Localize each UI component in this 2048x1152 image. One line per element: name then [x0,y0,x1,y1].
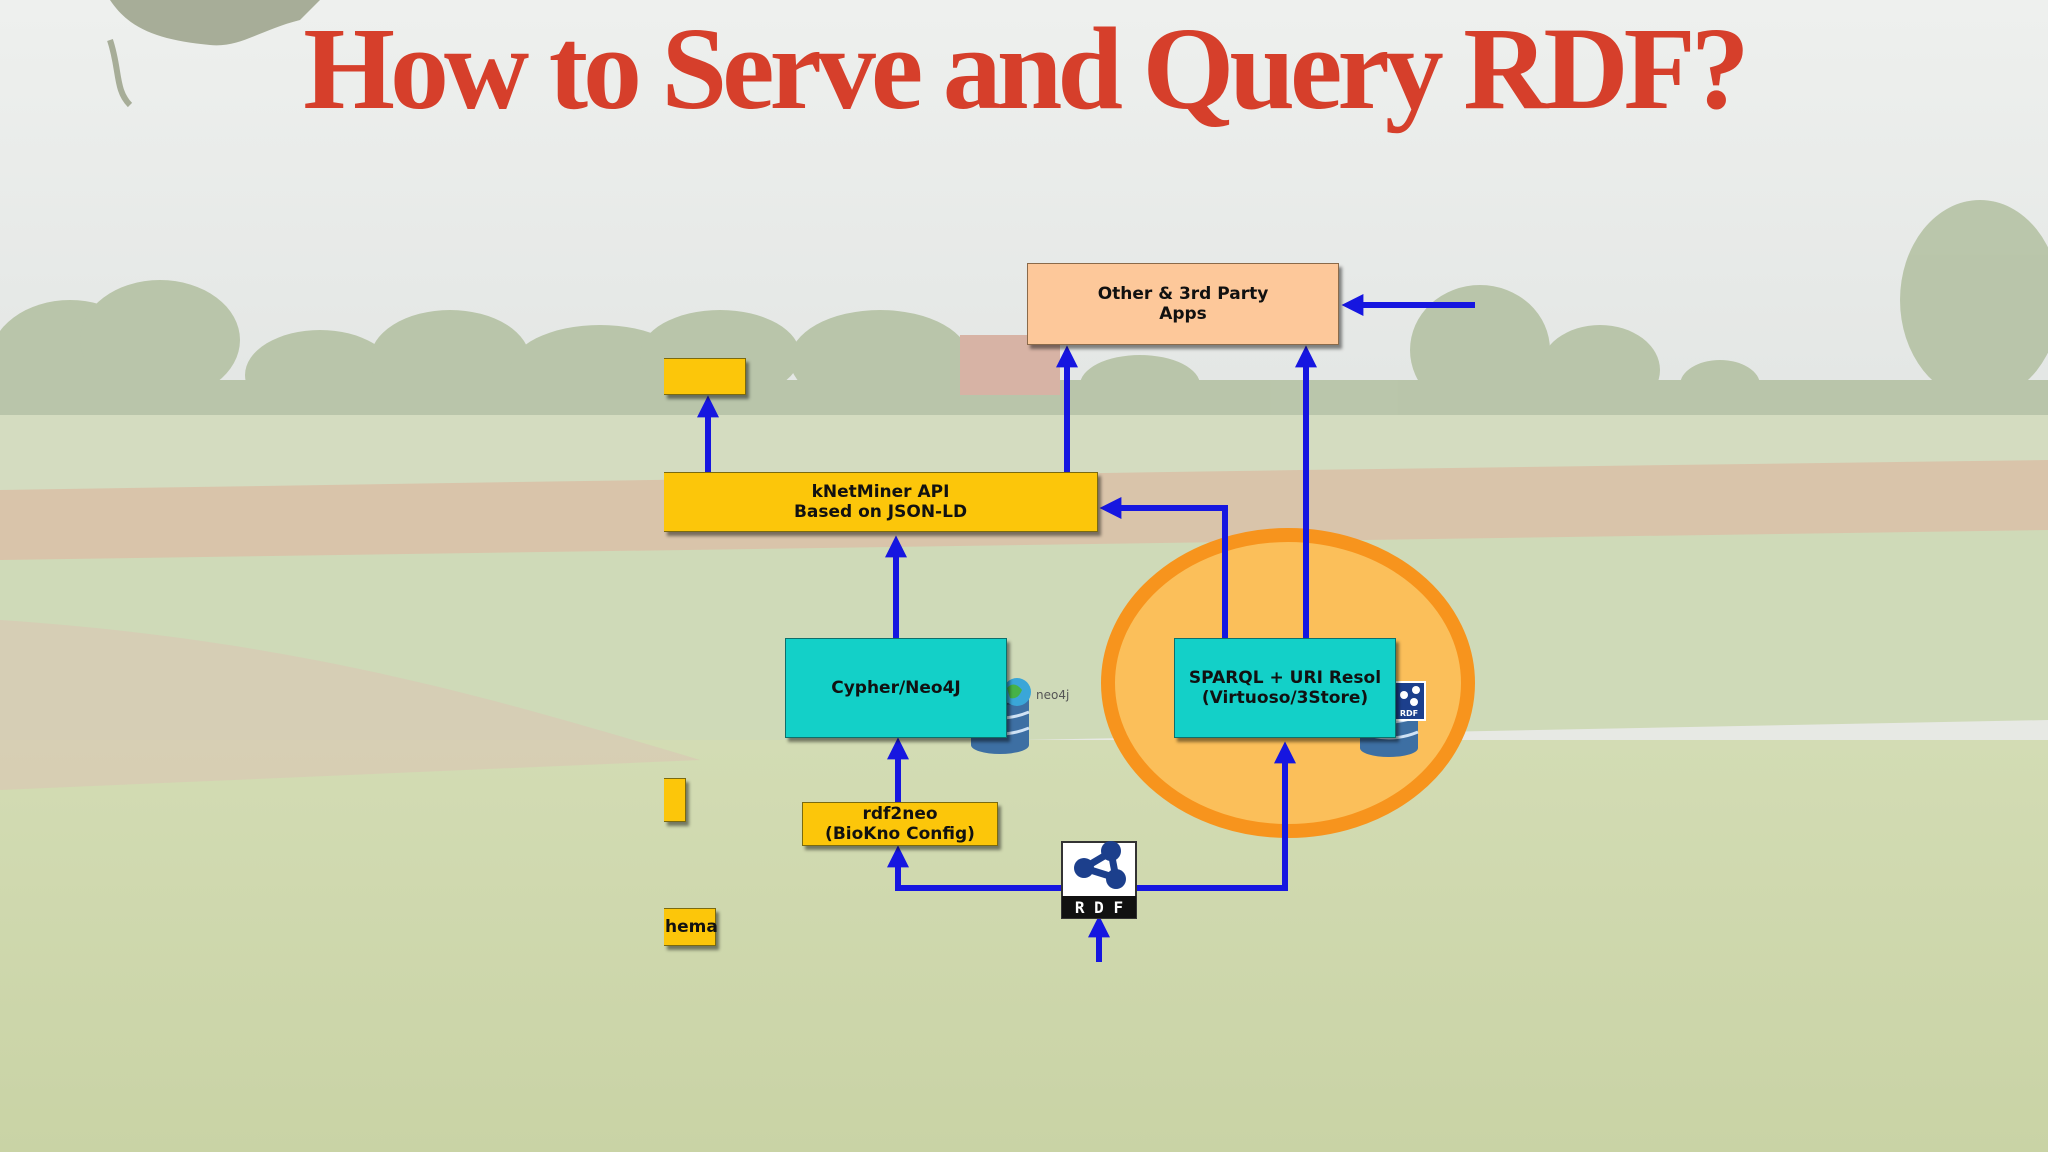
rdf-logo-icon: R D F [1061,841,1137,919]
globe-icon [1003,678,1031,706]
knetminer-api-node: kNetMiner API Based on JSON-LD [664,472,1098,532]
crop-field [0,530,2048,760]
tree-branch [110,0,320,46]
svg-text:R D F: R D F [1075,898,1123,917]
rdf2neo-node: rdf2neo (BioKno Config) [802,802,998,846]
neo4j-logo-text: neo4j [1036,688,1069,702]
cut-box-middle [664,778,686,822]
meadow [0,740,2048,1152]
other-apps-node: Other & 3rd Party Apps [1027,263,1339,345]
flow-arrows [697,294,1475,962]
arrow-sparql-to-api [1099,497,1228,640]
arrow-rdf-to-rdf2neo [887,845,1062,891]
small-rdf-logo-icon: RDF [1392,681,1426,721]
farmhouse [960,335,1060,395]
arrow-rdf-to-sparql [1136,741,1296,891]
svg-text:RDF: RDF [1400,709,1418,718]
sparql-node: SPARQL + URI Resol (Virtuoso/3Store) [1174,638,1396,738]
schema-node-partial: hema [664,908,718,946]
cut-box-top [664,358,746,395]
slide-title: How to Serve and Query RDF? [303,3,1749,134]
cypher-neo4j-node: Cypher/Neo4J [785,638,1007,738]
